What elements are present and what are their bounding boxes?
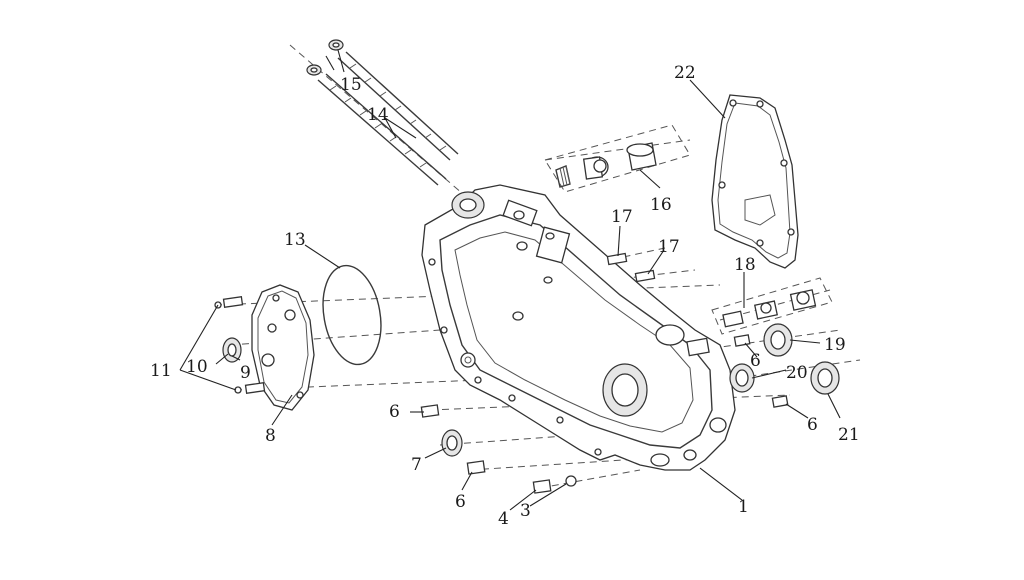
callout-13: 13 (284, 230, 306, 250)
callout-1: 1 (738, 497, 749, 517)
leader-lines (179, 49, 841, 511)
crankcase-cover (421, 184, 736, 471)
callout-3: 3 (520, 501, 531, 521)
callout-4: 4 (498, 509, 509, 529)
dashed-group-16 (544, 124, 691, 193)
callout-11: 11 (150, 361, 172, 381)
gasket (711, 94, 799, 269)
callout-21: 21 (838, 425, 860, 445)
dowel-pins (606, 252, 656, 283)
long-studs (317, 51, 459, 186)
callout-14: 14 (367, 105, 389, 125)
callout-10: 10 (186, 357, 208, 377)
callout-7: 7 (411, 455, 422, 475)
callout-6-c: 6 (750, 351, 761, 371)
callout-labels: 1 3 4 6 6 6 6 7 8 9 10 11 13 14 15 16 17… (150, 63, 860, 529)
lower-small-parts (420, 404, 577, 494)
callout-17-a: 17 (611, 207, 633, 227)
callout-16: 16 (650, 195, 672, 215)
callout-19: 19 (824, 335, 846, 355)
callout-6-a: 6 (389, 402, 400, 422)
dashed-group-18 (711, 277, 833, 335)
seal-and-bolts (214, 296, 266, 394)
o-ring (322, 264, 382, 366)
callout-18: 18 (734, 255, 756, 275)
callout-17-b: 17 (658, 237, 680, 257)
left-cover-plate (251, 284, 315, 411)
callout-20: 20 (786, 363, 808, 383)
stud-nuts (306, 39, 344, 76)
callout-22: 22 (674, 63, 696, 83)
callout-6-d: 6 (807, 415, 818, 435)
callout-15: 15 (340, 75, 362, 95)
callout-9: 9 (240, 363, 251, 383)
callout-8: 8 (265, 426, 276, 446)
callout-6-b: 6 (455, 492, 466, 512)
right-bearings (729, 323, 840, 408)
